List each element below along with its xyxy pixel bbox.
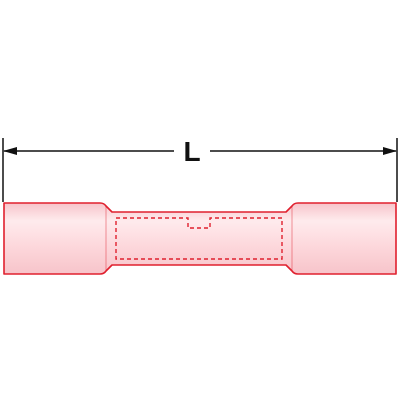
- dimension-label: L: [183, 136, 200, 167]
- connector-body: [3, 202, 397, 275]
- internal-barrel-hidden-outline: [115, 217, 283, 260]
- butt-splice-connector: [3, 202, 397, 275]
